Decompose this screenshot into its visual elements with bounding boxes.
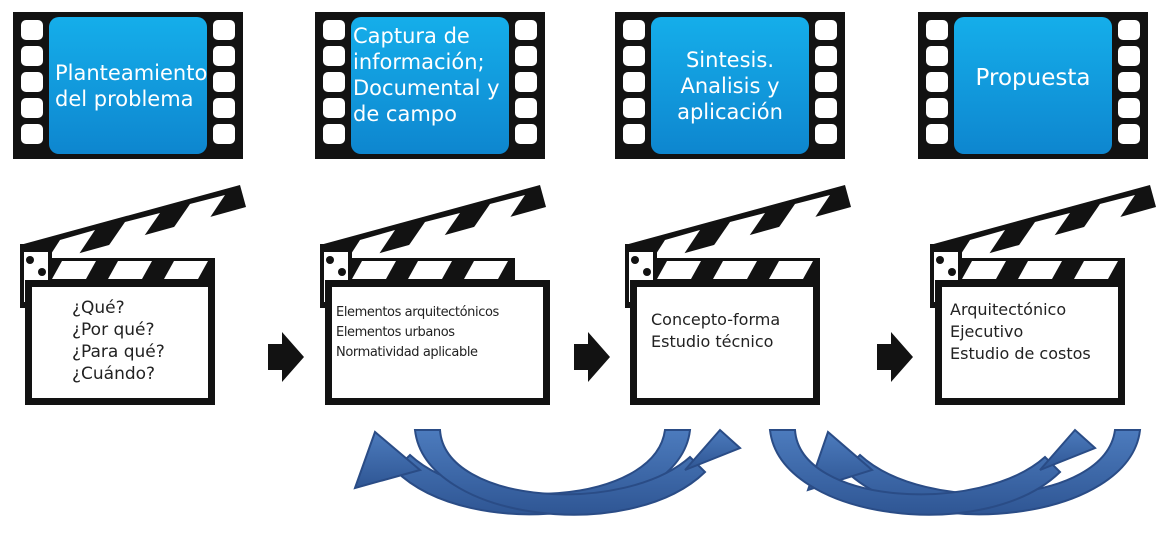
stage-title-line: Documental y xyxy=(353,76,500,100)
stage-title-3: Sintesis. Analisis y aplicación xyxy=(651,17,809,154)
curved-arrow-right-2 xyxy=(768,429,1062,516)
film-frame-2: Captura de información; Documental y de … xyxy=(315,12,545,159)
clapperboard-1: ¿Qué? ¿Por qué? ¿Para qué? ¿Cuándo? xyxy=(0,180,246,420)
stage-title-line: Analisis y xyxy=(680,73,780,98)
stage-title-2: Captura de información; Documental y de … xyxy=(351,17,509,154)
film-perforations-left xyxy=(21,20,43,150)
stage-title-line: Propuesta xyxy=(975,65,1091,91)
film-perforations-left xyxy=(926,20,948,150)
stage-title-line: Sintesis. xyxy=(685,47,774,72)
stage-title-line: aplicación xyxy=(677,99,783,124)
stage-item: ¿Por qué? xyxy=(72,320,155,340)
stage-title-1: Planteamiento del problema xyxy=(49,17,207,154)
stage-item: Normatividad aplicable xyxy=(336,345,478,360)
film-frame-4: Propuesta xyxy=(918,12,1148,159)
stage-title-line: información; xyxy=(353,50,485,74)
arrowhead-icon xyxy=(353,430,423,490)
stage-title-line: del problema xyxy=(55,86,194,111)
film-perforations-right xyxy=(815,20,837,150)
stage-items-4: Arquitectónico Ejecutivo Estudio de cost… xyxy=(950,299,1091,365)
clapper-board: Elementos arquitectónicos Elementos urba… xyxy=(325,280,550,405)
stage-items-1: ¿Qué? ¿Por qué? ¿Para qué? ¿Cuándo? xyxy=(72,297,165,385)
stage-item: Estudio técnico xyxy=(651,332,774,351)
stage-item: Concepto-forma xyxy=(651,310,781,329)
stage-item: Arquitectónico xyxy=(950,300,1067,319)
film-perforations-right xyxy=(515,20,537,150)
stage-item: Ejecutivo xyxy=(950,322,1024,341)
stage-item: ¿Qué? xyxy=(72,298,125,318)
film-perforations-left xyxy=(623,20,645,150)
stage-item: ¿Para qué? xyxy=(72,342,165,362)
stage-items-2: Elementos arquitectónicos Elementos urba… xyxy=(336,303,499,363)
clapper-board: Arquitectónico Ejecutivo Estudio de cost… xyxy=(935,280,1125,405)
film-frame-1: Planteamiento del problema xyxy=(13,12,243,159)
arrowhead-icon xyxy=(1039,428,1097,471)
stage-item: Elementos urbanos xyxy=(336,325,455,340)
clapperboard-2: Elementos arquitectónicos Elementos urba… xyxy=(300,180,550,420)
arrowhead-icon xyxy=(684,428,742,471)
stage-item: Elementos arquitectónicos xyxy=(336,305,499,320)
film-perforations-right xyxy=(213,20,235,150)
right-arrow-icon xyxy=(268,332,304,382)
stage-items-3: Concepto-forma Estudio técnico xyxy=(651,309,780,353)
stage-item: Estudio de costos xyxy=(950,344,1091,363)
clapperboard-4: Arquitectónico Ejecutivo Estudio de cost… xyxy=(910,180,1156,420)
film-perforations-right xyxy=(1118,20,1140,150)
film-frame-3: Sintesis. Analisis y aplicación xyxy=(615,12,845,159)
clapper-board: Concepto-forma Estudio técnico xyxy=(630,280,820,405)
right-arrow-icon xyxy=(574,332,610,382)
stage-title-4: Propuesta xyxy=(954,17,1112,154)
clapperboard-3: Concepto-forma Estudio técnico xyxy=(605,180,851,420)
stage-title-line: Planteamiento xyxy=(55,60,208,85)
stage-title-line: de campo xyxy=(353,102,457,126)
right-arrow-icon xyxy=(877,332,913,382)
stage-item: ¿Cuándo? xyxy=(72,364,156,384)
clapper-board: ¿Qué? ¿Por qué? ¿Para qué? ¿Cuándo? xyxy=(25,280,215,405)
film-perforations-left xyxy=(323,20,345,150)
curved-arrow-left-2 xyxy=(413,429,707,516)
stage-title-line: Captura de xyxy=(353,24,470,48)
